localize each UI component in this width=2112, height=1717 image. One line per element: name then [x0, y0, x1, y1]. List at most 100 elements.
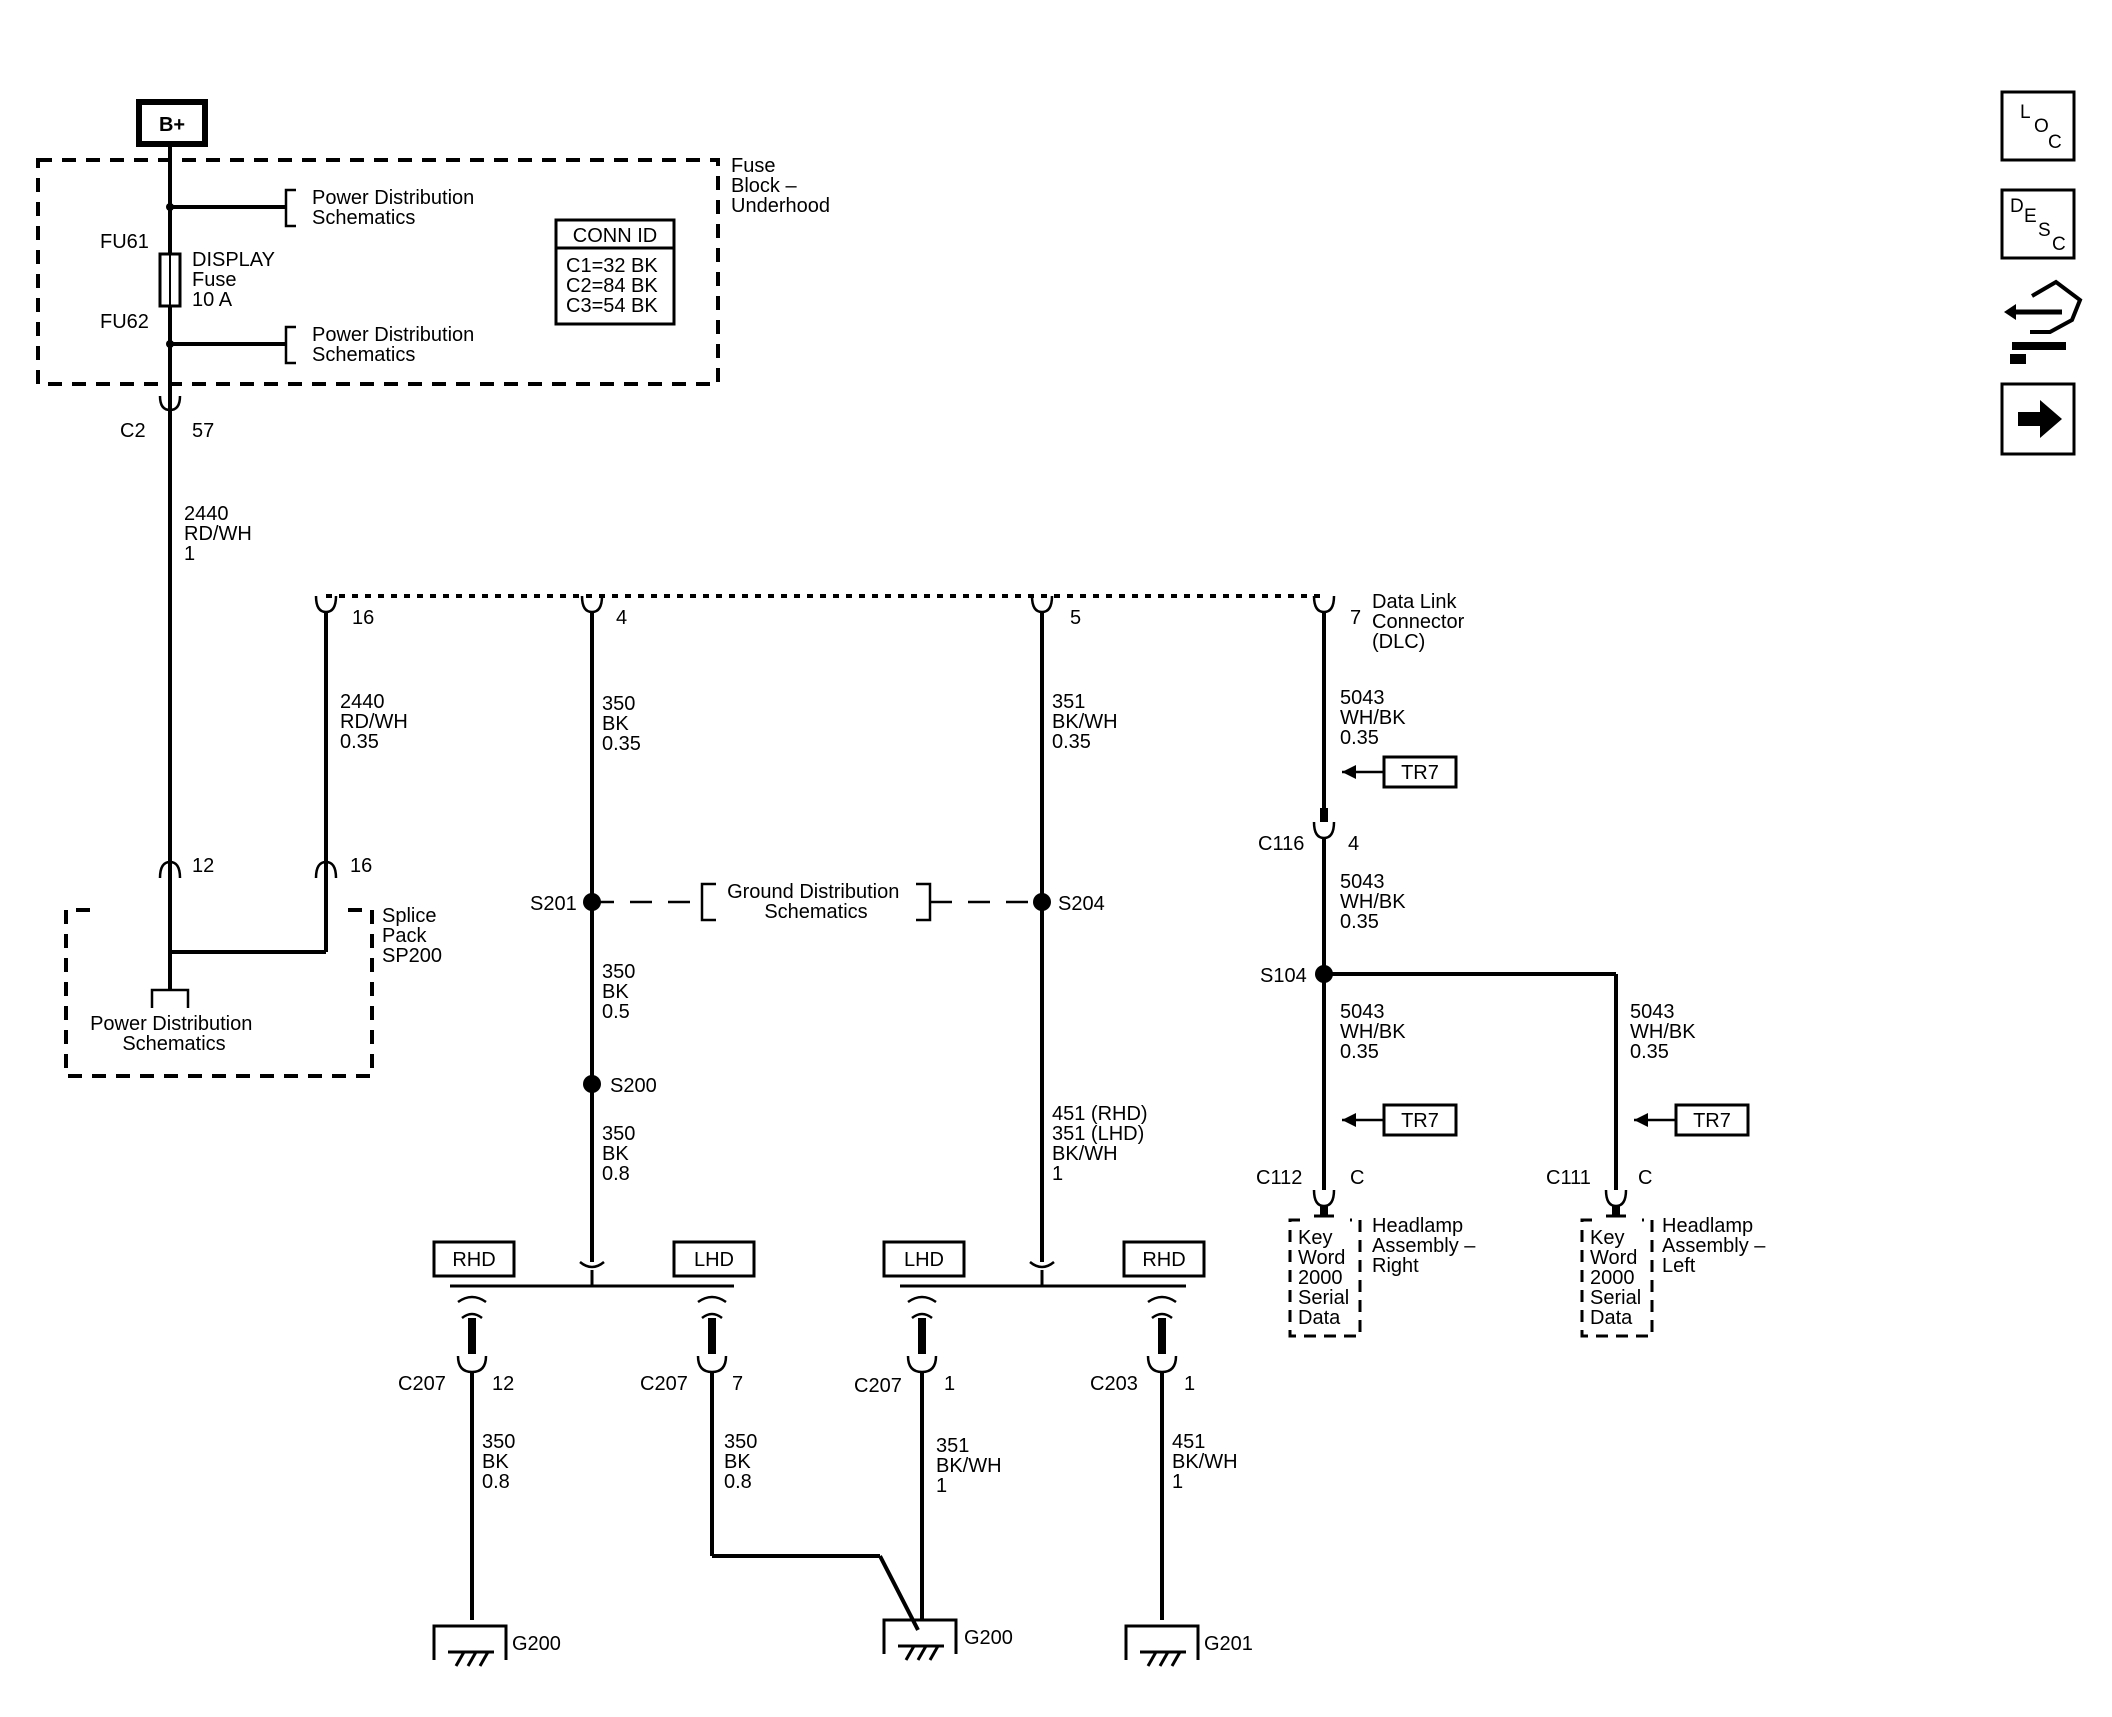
wire-s201-s200-label: 350 BK 0.5: [602, 961, 641, 1023]
s104-left-label: 5043 WH/BK 0.35: [1630, 1001, 1701, 1063]
c207-a-pin: 12: [492, 1373, 514, 1395]
svg-text:Headlamp Assembly –: Headlamp Assembly – Left: [1662, 1215, 1771, 1277]
wire-2440-pin16-label: 2440 RD/WH 0.35: [340, 691, 413, 753]
conn-id-box: CONN ID C1=32 BK C2=84 BK C3=54 BK: [554, 218, 676, 326]
svg-text:L: L: [2020, 102, 2031, 123]
svg-text:C2=84 BK: C2=84 BK: [566, 275, 658, 297]
wire-350-pin4-label: 350 BK 0.35: [602, 693, 641, 755]
c2-pin: 57: [192, 420, 214, 442]
c116-pin: 4: [1348, 833, 1359, 855]
option-rhd-2: RHD: [1122, 1240, 1206, 1278]
svg-text:C3=54 BK: C3=54 BK: [566, 295, 658, 317]
svg-text:RHD: RHD: [452, 1249, 495, 1271]
wire-s204-down-label: 451 (RHD) 351 (LHD) BK/WH 1: [1052, 1103, 1153, 1185]
c207-c-pin: 1: [944, 1373, 955, 1395]
fuse-block-name: Fuse Block – Underhood: [731, 155, 830, 217]
ground-g201-label: G201: [1204, 1633, 1253, 1655]
c116-wire-label: 5043 WH/BK 0.35: [1340, 871, 1411, 933]
c207-b-label: C207: [640, 1373, 688, 1395]
c116-label: C116: [1258, 833, 1304, 855]
c112-label: C112: [1256, 1167, 1302, 1189]
next-arrow-icon[interactable]: [2000, 382, 2076, 456]
svg-text:C: C: [2052, 234, 2066, 255]
svg-text:E: E: [2024, 206, 2037, 227]
wire-2440-main-label: 2440 RD/WH 1: [184, 503, 257, 565]
desc-icon[interactable]: D E S C: [2000, 188, 2076, 260]
dlc-name: Data Link Connector (DLC): [1372, 591, 1470, 653]
ground-distribution-ref[interactable]: Ground Distribution Schematics: [727, 881, 905, 923]
fu62-label: FU62: [100, 311, 149, 333]
svg-text:C1=32 BK: C1=32 BK: [566, 255, 658, 277]
option-lhd-2: LHD: [882, 1240, 966, 1278]
wire-c207-b-label: 350 BK 0.8: [724, 1431, 763, 1493]
svg-text:D: D: [2010, 196, 2024, 217]
c203-pin: 1: [1184, 1373, 1195, 1395]
svg-text:TR7: TR7: [1401, 1110, 1439, 1132]
c111-pin: C: [1638, 1167, 1652, 1189]
tr7-ref-3[interactable]: TR7: [1634, 1103, 1750, 1137]
pds-top-ref[interactable]: Power Distribution Schematics: [312, 187, 480, 229]
option-lhd-1: LHD: [672, 1240, 756, 1278]
wire-5043-pin7-label: 5043 WH/BK 0.35: [1340, 687, 1411, 749]
c207-a-label: C207: [398, 1373, 446, 1395]
dlc-pin-4: 4: [616, 607, 627, 629]
s200-splice: [583, 1075, 601, 1093]
headlamp-right-component: Key Word 2000 Serial Data Headlamp Assem…: [1288, 1215, 1481, 1338]
dlc-pin-7: 7: [1350, 607, 1361, 629]
dlc-pin-5: 5: [1070, 607, 1081, 629]
splice-pack-pds-ref[interactable]: Power Distribution Schematics: [90, 1013, 258, 1055]
wire-c207-c-label: 351 BK/WH 1: [936, 1435, 1007, 1497]
svg-text:S: S: [2038, 220, 2051, 241]
pds-bottom-ref[interactable]: Power Distribution Schematics: [312, 324, 480, 366]
battery-terminal: B+: [136, 99, 208, 147]
ground-g200-a-label: G200: [512, 1633, 561, 1655]
ground-g200-b-icon: [882, 1618, 958, 1661]
c112-connector-symbol: [1312, 1189, 1336, 1208]
svg-text:Headlamp Assembly –: Headlamp Assembly – Right: [1372, 1215, 1481, 1277]
ground-g200-b-label: G200: [964, 1627, 1013, 1649]
s104-right-label: 5043 WH/BK 0.35: [1340, 1001, 1411, 1063]
wire-351-pin5-label: 351 BK/WH 0.35: [1052, 691, 1123, 753]
svg-text:CONN ID: CONN ID: [573, 225, 657, 247]
svg-text:RHD: RHD: [1142, 1249, 1185, 1271]
loc-icon[interactable]: L O C: [2000, 90, 2076, 162]
svg-text:TR7: TR7: [1693, 1110, 1731, 1132]
svg-text:TR7: TR7: [1401, 762, 1439, 784]
wire-c203-label: 451 BK/WH 1: [1172, 1431, 1243, 1493]
c203-label: C203: [1090, 1373, 1138, 1395]
dlc-pin-16: 16: [352, 607, 374, 629]
svg-text:Key Word 2000: Key Word 2000 Serial Data: [1590, 1227, 1647, 1329]
headlamp-left-component: Key Word 2000 Serial Data Headlamp Assem…: [1580, 1215, 1771, 1338]
fuse-label: DISPLAY Fuse 10 A: [192, 249, 280, 311]
splice-pack-pin-12: 12: [192, 855, 214, 877]
c112-pin: C: [1350, 1167, 1364, 1189]
c2-label: C2: [120, 420, 146, 442]
svg-text:Key Word 2000: Key Word 2000 Serial Data: [1298, 1227, 1355, 1329]
splice-pack-pin-16: 16: [350, 855, 372, 877]
bplus-label: B+: [159, 114, 185, 136]
tr7-ref-2[interactable]: TR7: [1342, 1103, 1458, 1137]
s200-label: S200: [610, 1075, 657, 1097]
connector-icon[interactable]: [2004, 279, 2083, 364]
svg-text:LHD: LHD: [904, 1249, 944, 1271]
s201-label: S201: [530, 893, 577, 915]
svg-text:LHD: LHD: [694, 1249, 734, 1271]
s204-splice: [1033, 893, 1051, 911]
ground-g200-a-icon: [432, 1624, 508, 1667]
svg-text:C: C: [2048, 132, 2062, 153]
c111-label: C111: [1546, 1167, 1591, 1189]
c116-connector-symbol: [1312, 821, 1336, 840]
fu61-label: FU61: [100, 231, 149, 253]
s204-label: S204: [1058, 893, 1105, 915]
fuse-block-outline: [36, 158, 720, 386]
splice-pack-name: Splice Pack SP200: [382, 905, 442, 967]
splice-pack-outline: [64, 908, 374, 1078]
tr7-ref-1[interactable]: TR7: [1342, 755, 1458, 789]
ground-g201-icon: [1124, 1624, 1200, 1667]
c111-connector-symbol: [1604, 1189, 1628, 1208]
wire-c207-a-label: 350 BK 0.8: [482, 1431, 521, 1493]
wire-s200-down-label: 350 BK 0.8: [602, 1123, 641, 1185]
s104-label: S104: [1260, 965, 1307, 987]
c207-b-pin: 7: [732, 1373, 743, 1395]
